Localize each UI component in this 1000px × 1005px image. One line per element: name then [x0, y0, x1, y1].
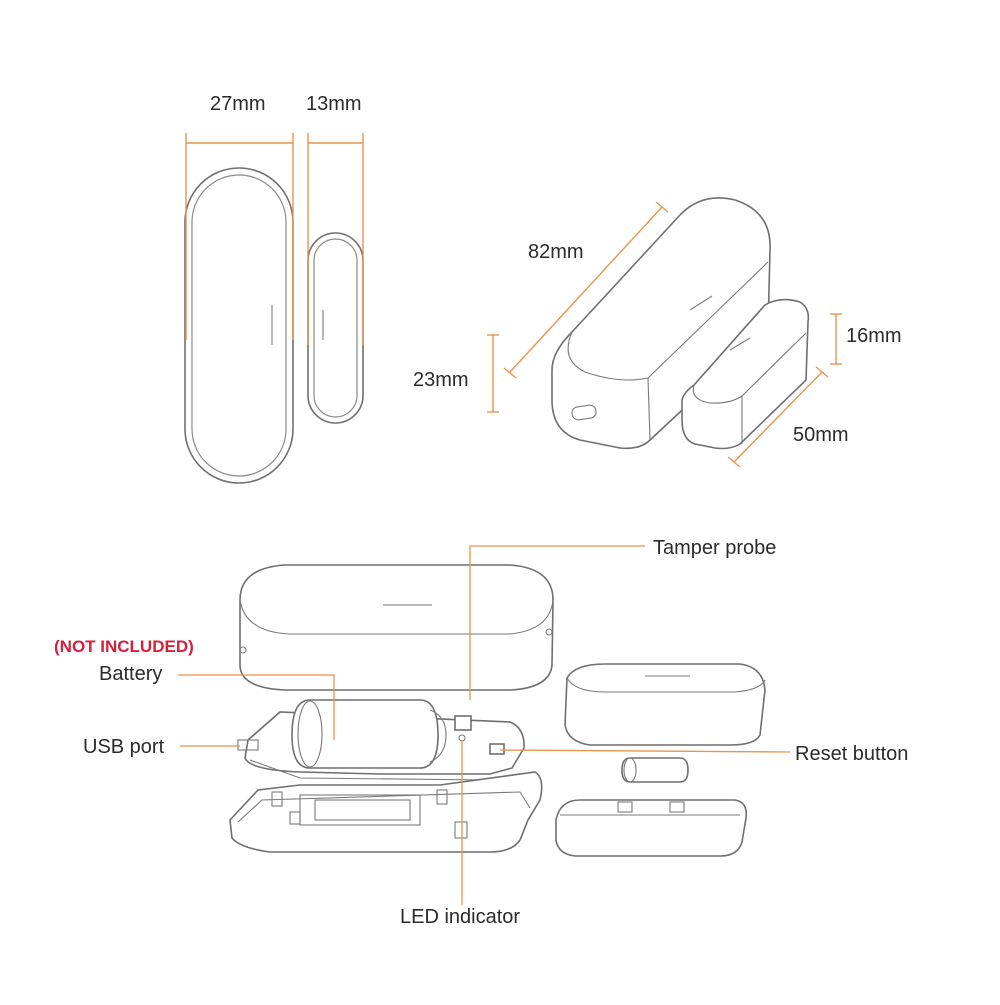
label-tamper-probe: Tamper probe [653, 537, 777, 559]
label-length: 82mm [528, 241, 584, 263]
magnet-cylinder [621, 757, 689, 783]
not-included-note: (NOT INCLUDED) [54, 637, 194, 656]
leader-reset-button [499, 749, 791, 753]
label-front-width-small: 13mm [306, 93, 362, 115]
label-length-small: 50mm [793, 424, 849, 446]
exploded-magnet-cover [564, 663, 766, 746]
battery-cell [291, 699, 447, 769]
exploded-cover [239, 564, 554, 691]
leader-battery [178, 674, 335, 740]
label-height-small: 16mm [846, 325, 902, 347]
leader-tamper-probe [469, 545, 645, 700]
dimension-length-small [727, 366, 829, 468]
exploded-base [229, 771, 543, 853]
exploded-magnet-base [555, 799, 748, 857]
front-view-sensor [184, 167, 294, 484]
front-view-magnet [307, 232, 364, 424]
dimension-length [503, 201, 669, 379]
label-reset-button: Reset button [795, 743, 909, 765]
label-front-width-large: 27mm [210, 93, 266, 115]
callout-leaders [178, 545, 791, 905]
dimension-front-width [185, 133, 364, 345]
label-usb-port: USB port [83, 736, 165, 758]
label-battery: Battery [99, 663, 163, 685]
dimension-height-small [830, 313, 842, 365]
isometric-magnet [681, 298, 810, 450]
label-led-indicator: LED indicator [400, 906, 521, 928]
isometric-sensor [551, 197, 771, 450]
label-height-large: 23mm [413, 369, 469, 391]
dimension-height-large [487, 334, 499, 413]
